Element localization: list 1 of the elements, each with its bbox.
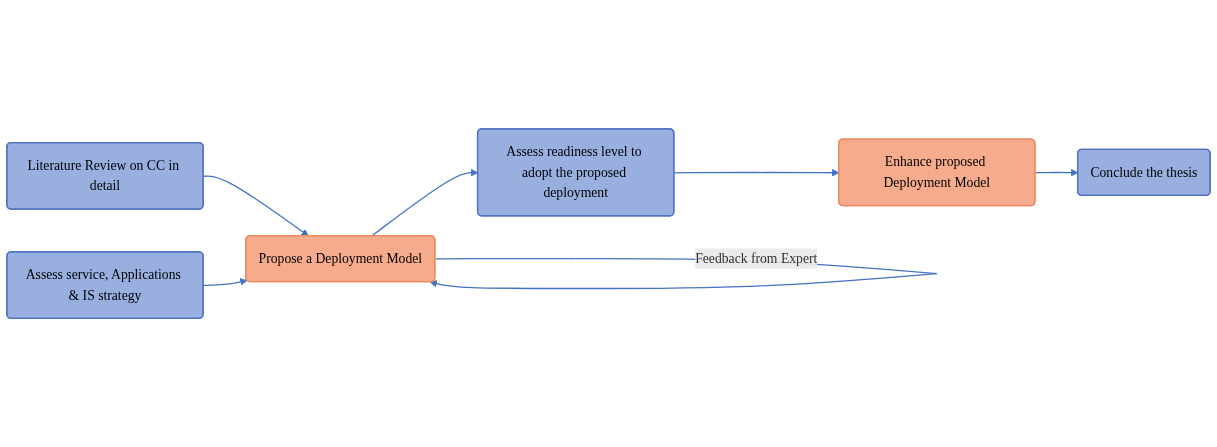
edge-label: Feedback from Expert bbox=[695, 250, 818, 266]
